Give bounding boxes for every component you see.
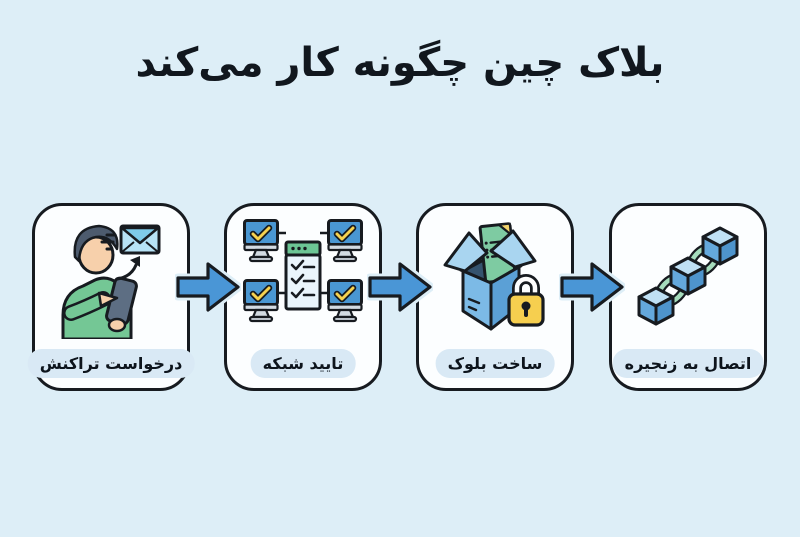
network-verification-icon (241, 215, 365, 339)
step-card-transaction-request: درخواست تراکنش (27, 203, 195, 391)
right-arrow-icon (559, 258, 625, 316)
right-arrow-icon (367, 258, 433, 316)
person-sending-transaction-icon (49, 215, 173, 339)
right-arrow-icon (175, 258, 241, 316)
page-title: بلاک چین چگونه کار می‌کند (135, 40, 665, 86)
step-card-network-verification: تایید شبکه (224, 203, 382, 391)
block-chain-icon (626, 215, 750, 339)
step-label-block-creation: ساخت بلوک (435, 349, 555, 378)
locked-box-icon (433, 215, 557, 339)
step-card-chain-connection: اتصال به زنجیره (609, 203, 767, 391)
step-label-network-verification: تایید شبکه (250, 349, 356, 378)
step-label-chain-connection: اتصال به زنجیره (612, 349, 764, 378)
step-label-transaction-request: درخواست تراکنش (27, 349, 195, 378)
step-card-block-creation: ساخت بلوک (416, 203, 574, 391)
